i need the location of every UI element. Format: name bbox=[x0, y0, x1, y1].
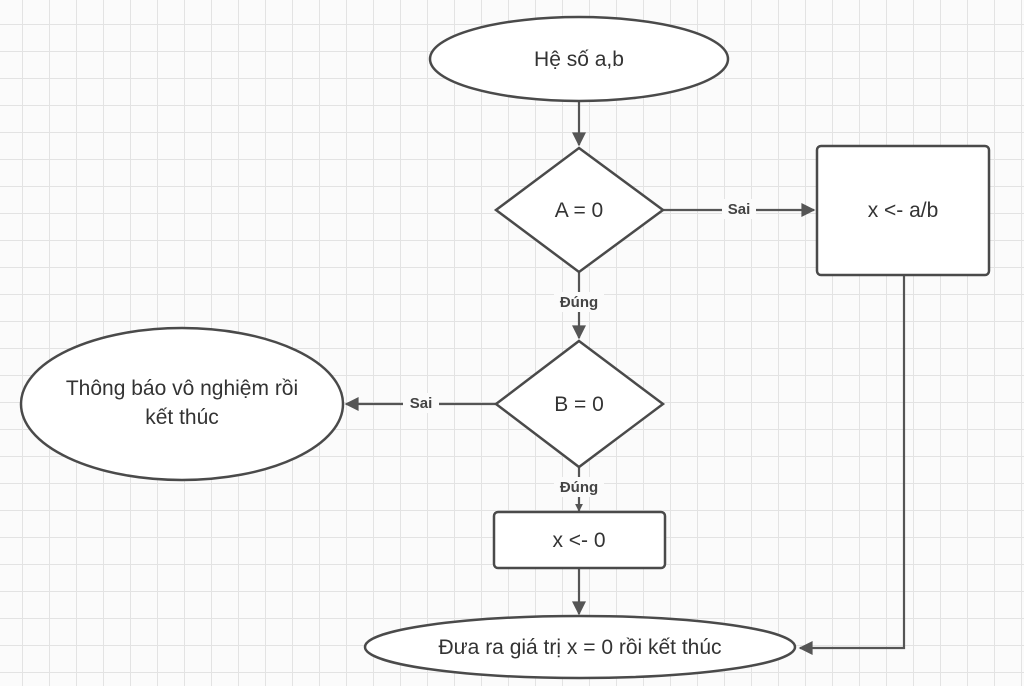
svg-text:Đúng: Đúng bbox=[560, 294, 598, 311]
svg-text:Hệ số a,b: Hệ số a,b bbox=[534, 48, 624, 71]
svg-text:Sai: Sai bbox=[410, 395, 433, 412]
no-solution-node: Thông báo vô nghiệm rồi kết thúc bbox=[19, 326, 345, 482]
end-node: Đưa ra giá trị x = 0 rồi kết thúc bbox=[363, 614, 797, 680]
edge-ab-to-end bbox=[798, 275, 906, 655]
start-node: Hệ số a,b bbox=[428, 15, 730, 103]
decision-b-node: B = 0 bbox=[493, 339, 666, 469]
decision-a-node: A = 0 bbox=[493, 146, 666, 274]
svg-text:B = 0: B = 0 bbox=[554, 393, 604, 416]
svg-text:Đưa ra giá trị x = 0 rồi kết t: Đưa ra giá trị x = 0 rồi kết thúc bbox=[438, 636, 721, 659]
svg-text:Sai: Sai bbox=[728, 201, 751, 218]
edge-label-b-true: Đúng bbox=[554, 477, 604, 497]
svg-text:A = 0: A = 0 bbox=[555, 199, 603, 222]
edge-label-a-false: Sai bbox=[722, 199, 756, 219]
svg-text:Thông báo vô nghiệm rồi: Thông báo vô nghiệm rồi bbox=[66, 377, 298, 400]
svg-text:x <- a/b: x <- a/b bbox=[868, 199, 939, 222]
edge-label-a-true: Đúng bbox=[554, 292, 604, 312]
svg-text:kết thúc: kết thúc bbox=[145, 406, 219, 429]
svg-text:x <- 0: x <- 0 bbox=[552, 529, 605, 552]
assign-ab-node: x <- a/b bbox=[815, 144, 991, 277]
assign-zero-node: x <- 0 bbox=[492, 510, 667, 570]
edge-label-b-false: Sai bbox=[403, 393, 439, 413]
svg-text:Đúng: Đúng bbox=[560, 479, 598, 496]
